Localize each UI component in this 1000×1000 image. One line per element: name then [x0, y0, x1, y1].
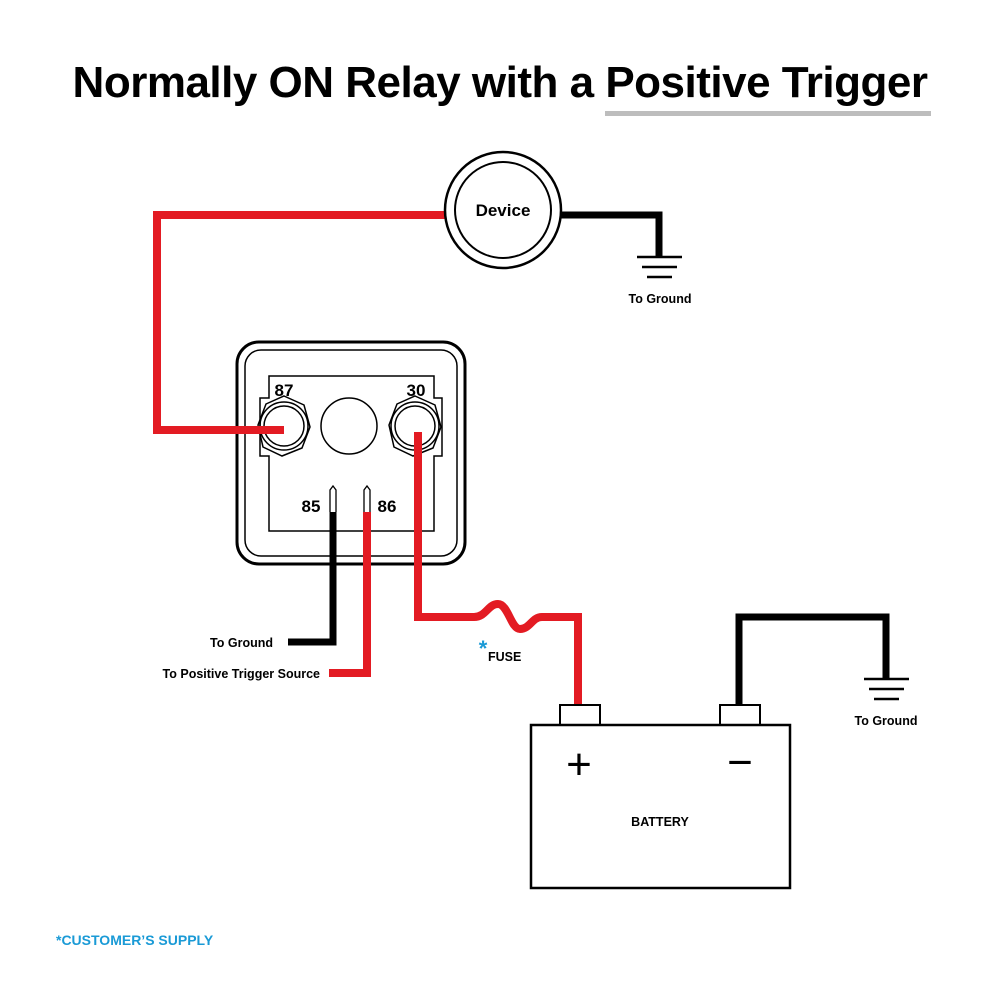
- fuse-asterisk: *: [479, 636, 488, 661]
- relay: 87 30 85 86: [235, 340, 467, 566]
- battery-minus-icon: −: [727, 738, 753, 787]
- device-ground-wire: [561, 211, 663, 258]
- trigger-source-label: To Positive Trigger Source: [163, 667, 320, 681]
- terminal-87-label: 87: [275, 381, 294, 400]
- pin-85-icon: [329, 484, 337, 512]
- relay-ground-label: To Ground: [210, 636, 273, 650]
- device-label: Device: [476, 201, 531, 220]
- terminal-86-label: 86: [378, 497, 397, 516]
- battery-ground-symbol-icon: [864, 677, 909, 701]
- device: Device: [443, 150, 563, 270]
- wire-30-to-battery: [414, 432, 582, 705]
- title-highlight: Positive Trigger: [605, 58, 932, 116]
- battery-ground-wire: [735, 613, 890, 705]
- device-ground-label: To Ground: [629, 292, 692, 306]
- terminal-30-label: 30: [407, 381, 426, 400]
- terminal-85-label: 85: [302, 497, 321, 516]
- wire-85-to-ground: [288, 512, 337, 646]
- diagram-title: Normally ON Relay with a Positive Trigge…: [0, 58, 1000, 116]
- battery-plus-icon: +: [566, 740, 592, 789]
- title-prefix: Normally ON Relay with a: [72, 58, 606, 107]
- customer-supply-footnote: *CUSTOMER’S SUPPLY: [56, 932, 214, 948]
- fuse-label: FUSE: [488, 650, 521, 664]
- battery-ground-label: To Ground: [855, 714, 918, 728]
- wire-87-to-device: [153, 211, 448, 434]
- battery: + − BATTERY: [529, 704, 792, 890]
- wire-86-to-trigger: [329, 512, 371, 677]
- battery-label: BATTERY: [631, 815, 689, 829]
- device-ground-symbol-icon: [637, 255, 682, 279]
- center-bolt-icon: [320, 397, 378, 455]
- pin-86-icon: [363, 484, 371, 512]
